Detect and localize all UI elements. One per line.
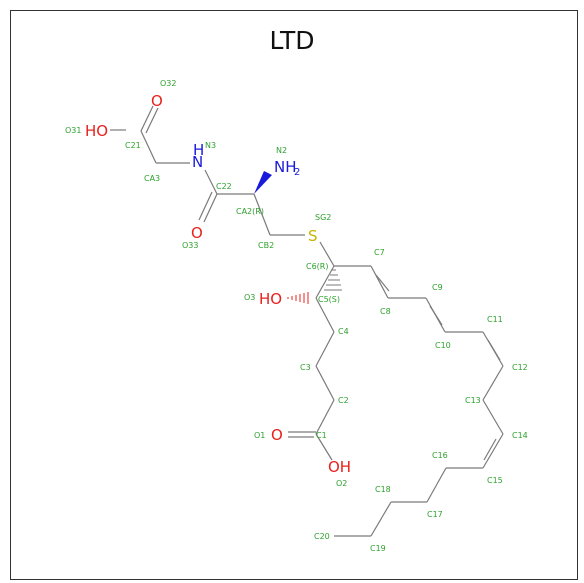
atom-label-c2: C2 (338, 396, 349, 405)
atom-label-o2: O2 (336, 479, 347, 488)
atom-label-c16: C16 (432, 451, 448, 460)
o33-symbol: O (191, 224, 203, 242)
atom-label-c5: C5(S) (318, 295, 340, 304)
atom-label-c12: C12 (512, 363, 528, 372)
atom-label-c21: C21 (125, 141, 141, 150)
atom-label-o32: O32 (160, 79, 176, 88)
atom-label-c22: C22 (216, 182, 232, 191)
bond-c13-c14 (482, 399, 504, 435)
atom-label-o1: O1 (254, 431, 265, 440)
atom-label-n2: N2 (276, 146, 287, 155)
bond-c18-c19 (370, 501, 392, 537)
atom-label-c7: C7 (374, 248, 385, 257)
bond-sg2-c6 (319, 241, 335, 267)
atom-label-c9: C9 (432, 283, 443, 292)
o32-symbol: O (151, 92, 163, 110)
bond-c4-c3 (315, 331, 335, 367)
atom-label-c4: C4 (338, 327, 349, 336)
n3-symbol: N (192, 153, 203, 171)
atom-labels: O32 O31 C21 N3 CA3 N2 C22 CA2(R) SG2 O33… (65, 79, 528, 553)
atom-label-c13: C13 (465, 396, 481, 405)
bond-c7-c8 (370, 265, 389, 299)
bond-c3-c2 (315, 365, 335, 401)
bond-c7-c8-double (375, 274, 390, 292)
atom-label-c15: C15 (487, 476, 503, 485)
atom-label-c1: C1 (316, 431, 327, 440)
atom-label-c14: C14 (512, 431, 528, 440)
bond-c1-o2 (315, 433, 333, 461)
atom-label-c18: C18 (375, 485, 391, 494)
atom-label-c11: C11 (487, 315, 503, 324)
atom-label-o33: O33 (182, 241, 198, 250)
hash-bond-c5-o3 (287, 292, 309, 304)
bond-c21-o32-double (145, 107, 159, 134)
atom-label-c8: C8 (380, 307, 391, 316)
bond-c11-c12-double (487, 339, 501, 361)
atom-label-c19: C19 (370, 544, 386, 553)
atom-label-c10: C10 (435, 341, 451, 350)
bond-c5-c4 (315, 297, 335, 333)
bond-c21-o32 (140, 105, 154, 132)
atom-label-n3: N3 (205, 141, 216, 150)
atom-label-c3: C3 (300, 363, 311, 372)
atom-label-c20: C20 (314, 532, 330, 541)
atom-label-ca3: CA3 (144, 174, 160, 183)
bond-c12-c13 (482, 365, 504, 401)
atom-label-ca2: CA2(R) (236, 207, 264, 216)
diagram-frame (10, 10, 578, 580)
atom-label-o31: O31 (65, 126, 81, 135)
bond-c9-c10-double (429, 305, 443, 326)
bond-c6-c5 (315, 265, 335, 299)
bond-c16-c17 (426, 467, 447, 503)
bond-c2-c1 (315, 399, 335, 435)
bond-c14-c15-double (483, 438, 497, 461)
atom-label-c6: C6(R) (306, 262, 328, 271)
bond-c14-c15 (482, 433, 504, 469)
n2-subscript: 2 (294, 167, 300, 178)
bond-c22-o33 (203, 193, 218, 223)
sg2-symbol: S (308, 227, 318, 245)
n3-hydrogen: H (193, 141, 204, 159)
bond-ca2-cb2 (253, 193, 271, 236)
hash-bond-c6-c5 (324, 269, 342, 291)
diagram-title: LTD (269, 26, 315, 55)
o31-symbol: HO (85, 122, 108, 140)
o3-symbol: HO (259, 290, 282, 308)
n2-symbol: NH (274, 158, 297, 176)
wedge-bond-ca2-n2 (254, 171, 272, 194)
bonds (110, 105, 504, 537)
o1-symbol: O (271, 426, 283, 444)
bond-c21-ca3 (140, 130, 157, 164)
bond-c22-o33-double (198, 191, 213, 221)
o2-symbol: OH (328, 458, 351, 476)
atom-label-o3: O3 (244, 293, 255, 302)
atom-label-cb2: CB2 (258, 241, 274, 250)
atom-label-sg2: SG2 (315, 213, 331, 222)
atom-label-c17: C17 (427, 510, 443, 519)
bond-n3-c22 (204, 169, 218, 195)
